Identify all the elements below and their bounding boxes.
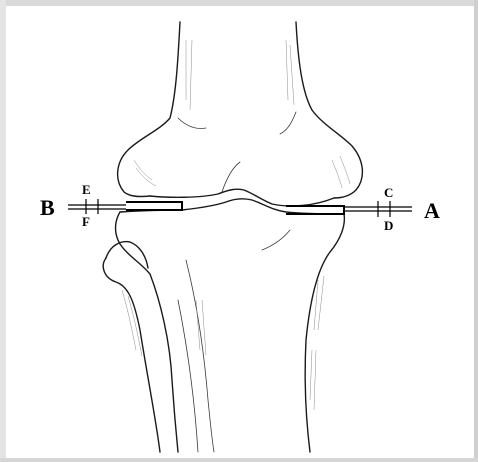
label-D: D [384,218,393,233]
label-A: A [424,198,440,223]
right-measurement [344,201,412,217]
medial-gap-marker [126,202,182,210]
left-measurement [68,199,126,214]
femur-bone [118,22,363,206]
label-E: E [82,182,91,197]
label-C: C [384,185,393,200]
tibia-bone [116,199,345,452]
label-F: F [82,214,90,229]
fibula-bone [103,242,198,452]
label-B: B [40,195,55,220]
